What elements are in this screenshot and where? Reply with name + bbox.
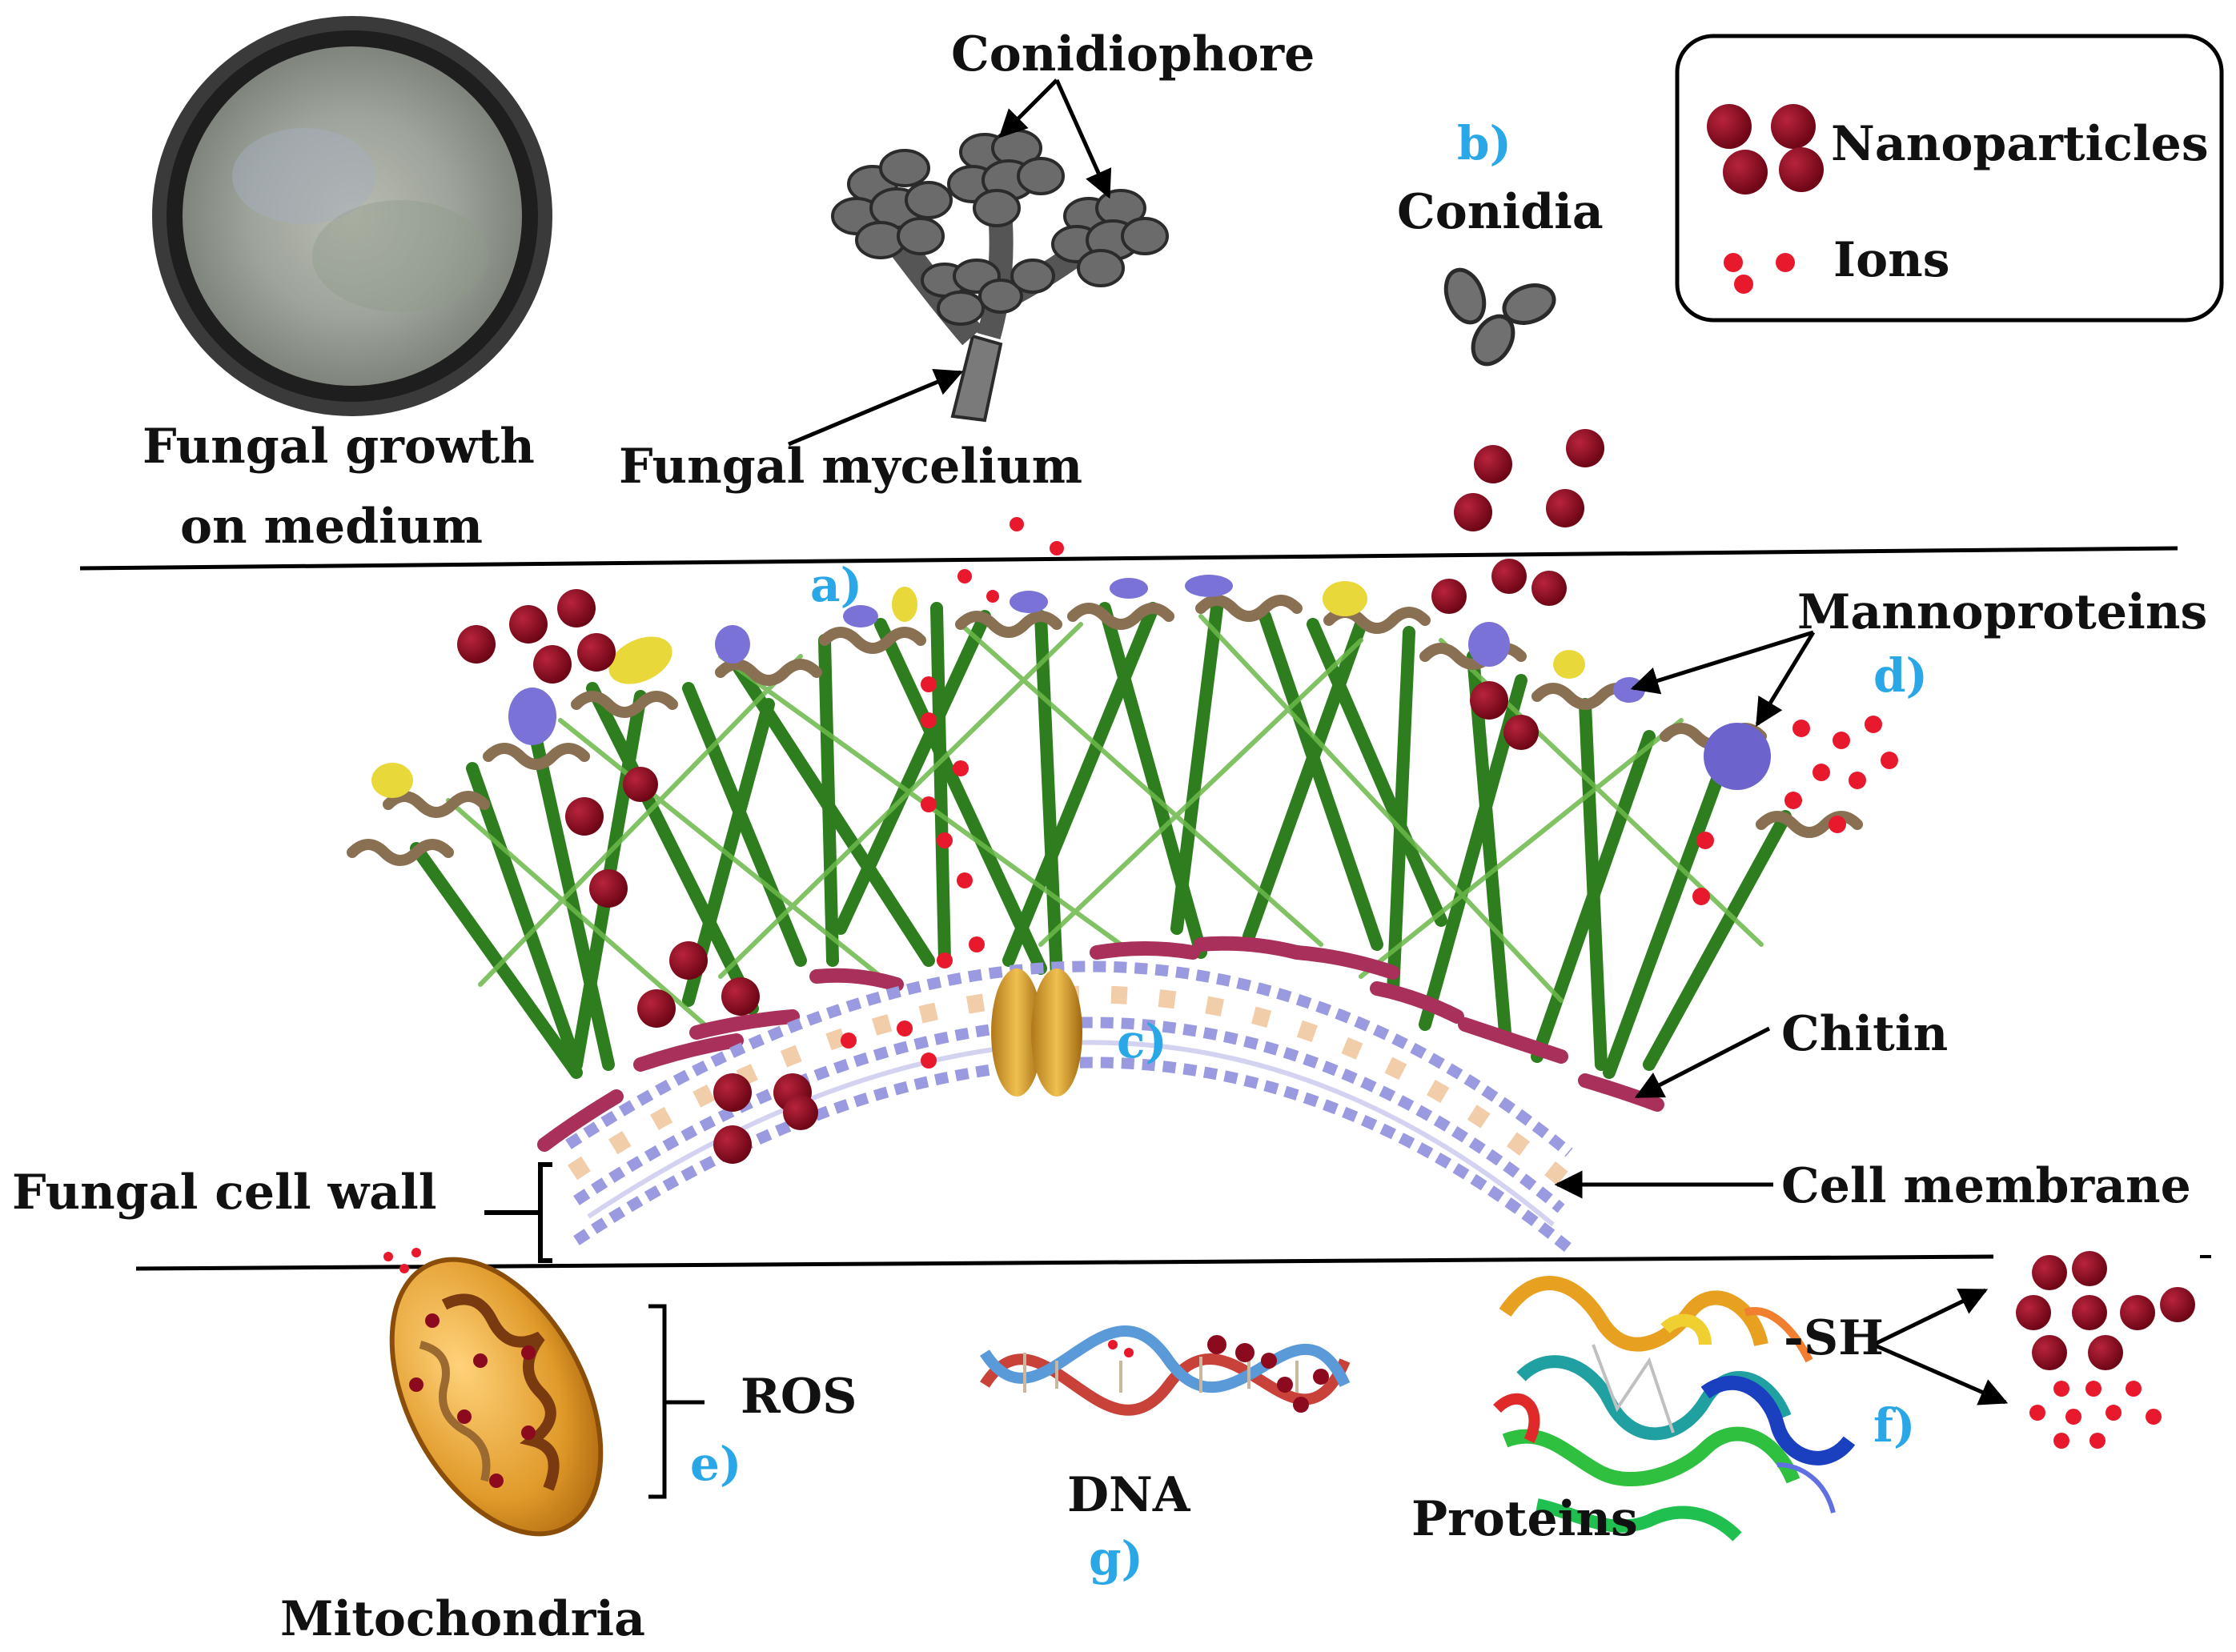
- legend-ions-label: Ions: [1833, 232, 1950, 288]
- sh-group-label: -SH: [1784, 1310, 1884, 1366]
- wall-ions: [841, 676, 1898, 1069]
- fungal-cell-wall-label: Fungal cell wall: [12, 1165, 437, 1221]
- free-nanoparticles-top: [1431, 429, 1604, 614]
- released-ions: [2029, 1381, 2162, 1449]
- channel-protein: [991, 968, 1082, 1097]
- cell-membrane-bilayer: [565, 960, 1573, 1253]
- sh-arrow-down: [1873, 1342, 2009, 1405]
- ros-label: ROS: [741, 1369, 857, 1425]
- mitochondria-label: Mitochondria: [280, 1591, 645, 1647]
- chitin-label: Chitin: [1781, 1006, 1949, 1062]
- released-nanoparticles: [2016, 1251, 2195, 1370]
- mannoprotein-arrow-1: [1630, 630, 1814, 695]
- legend-box: [1675, 34, 2224, 323]
- tag-a: a): [810, 558, 863, 612]
- mycelium-arrow: [788, 369, 964, 447]
- conidiophore-icon: [831, 129, 1169, 423]
- dna-helix-icon: [980, 1325, 1351, 1416]
- fungal-mycelium-label: Fungal mycelium: [619, 439, 1083, 495]
- tag-c: c): [1117, 1014, 1167, 1069]
- petri-dish-icon: [152, 16, 552, 416]
- mitochondrion-icon: [383, 1248, 604, 1537]
- chitin-arrow: [1634, 1026, 1771, 1099]
- proteins-label: Proteins: [1411, 1491, 1638, 1547]
- conidia-icon: [1443, 267, 1556, 367]
- fungal-growth-label-line1: Fungal growth: [143, 419, 535, 475]
- cell-wall-bracket: [484, 1162, 552, 1263]
- fungal-growth-label-line2: on medium: [180, 499, 484, 555]
- sh-arrow-up: [1872, 1288, 1989, 1347]
- tag-b: b): [1457, 116, 1511, 170]
- conidiophore-arrow-1: [998, 78, 1058, 138]
- wall-nanoparticles: [457, 589, 1539, 1164]
- mannoprotein-molecules: [371, 575, 1771, 798]
- mannoprotein-arrow-2: [1755, 631, 1816, 727]
- chitin-arcs: [537, 936, 1664, 1152]
- divider-top: [79, 546, 2178, 571]
- divider-bottom: [135, 1254, 1994, 1271]
- conidia-label: Conidia: [1397, 184, 1604, 240]
- free-ions-top: [957, 517, 1064, 603]
- conidiophore-arrow-2: [1054, 78, 1112, 199]
- tag-g: g): [1089, 1531, 1143, 1586]
- ros-bracket: [648, 1304, 705, 1499]
- tag-f: f): [1873, 1398, 1916, 1453]
- dna-label: DNA: [1067, 1467, 1190, 1523]
- legend-nanoparticles-label: Nanoparticles: [1831, 116, 2209, 172]
- mannoproteins-label: Mannoproteins: [1797, 584, 2208, 640]
- cell-membrane-label: Cell membrane: [1781, 1158, 2191, 1214]
- protein-structure-icon: [1493, 1276, 1856, 1542]
- tag-e: e): [690, 1437, 742, 1491]
- conidiophore-label: Conidiophore: [951, 26, 1315, 82]
- tag-d: d): [1873, 648, 1928, 703]
